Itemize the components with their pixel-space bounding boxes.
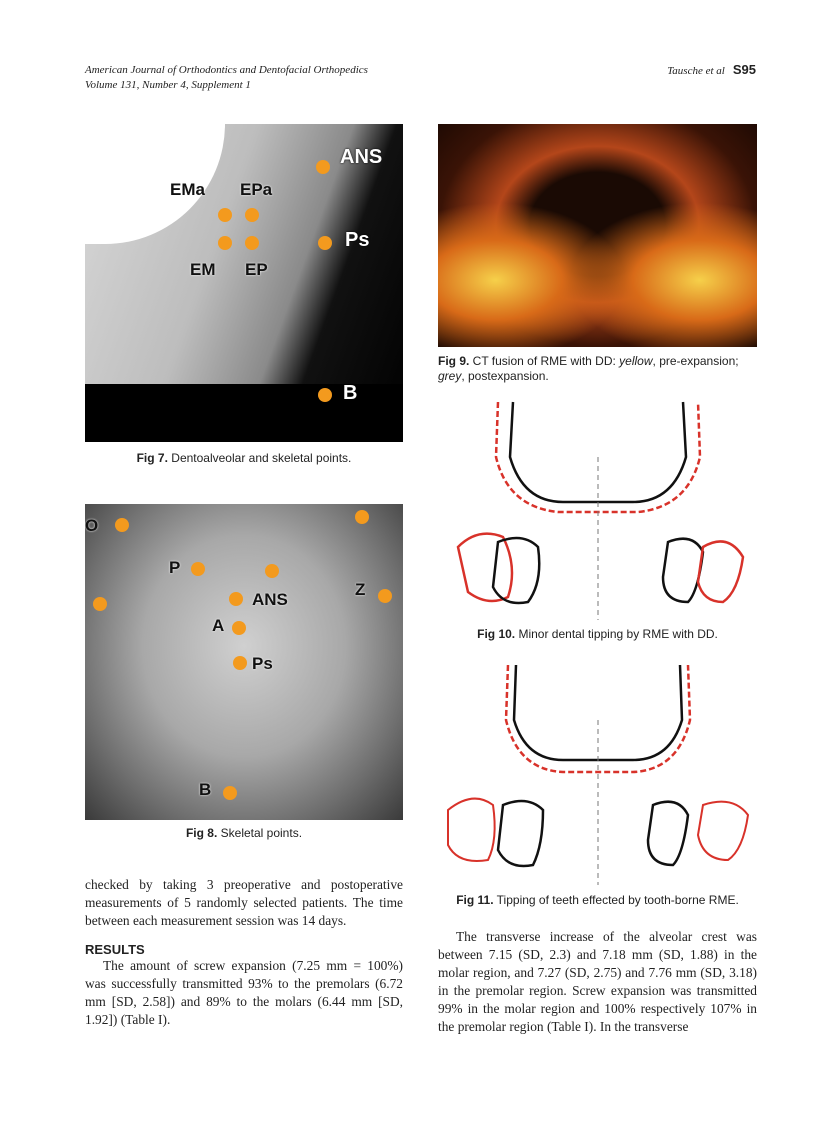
figure-number: Fig 11.	[456, 893, 494, 907]
paragraph: The transverse increase of the alveolar …	[438, 929, 757, 1034]
landmark-marker	[233, 656, 247, 670]
label-epa: EPa	[240, 180, 273, 199]
landmark-marker	[378, 589, 392, 603]
landmark-marker	[223, 786, 237, 800]
section-heading-results: RESULTS	[85, 942, 145, 957]
caption-yellow: yellow	[619, 354, 653, 368]
label-b: B	[343, 382, 358, 404]
authors: Tausche et al	[667, 65, 725, 77]
fig11-image	[447, 664, 750, 885]
fig10-caption: Fig 10. Minor dental tipping by RME with…	[438, 627, 757, 642]
right-column-text: The transverse increase of the alveolar …	[438, 928, 757, 1036]
landmark-marker	[318, 388, 332, 402]
landmark-marker	[232, 621, 246, 635]
landmark-marker	[265, 564, 279, 578]
landmark-marker	[355, 510, 369, 524]
landmark-marker	[229, 592, 243, 606]
landmark-marker	[218, 236, 232, 250]
running-header: American Journal of Orthodontics and Den…	[85, 63, 368, 93]
landmark-marker	[245, 236, 259, 250]
label-ans: ANS	[340, 146, 383, 168]
background-region	[85, 384, 403, 442]
figure-number: Fig 10.	[477, 627, 516, 641]
journal-title: American Journal of Orthodontics and Den…	[85, 64, 368, 76]
fig9-caption: Fig 9. CT fusion of RME with DD: yellow,…	[438, 354, 757, 384]
fig11-caption: Fig 11. Tipping of teeth effected by too…	[438, 893, 757, 908]
caption-text: Skeletal points.	[217, 826, 303, 840]
fig8-image: O P ANS Z A Ps B	[85, 504, 403, 820]
fig8-caption: Fig 8. Skeletal points.	[85, 826, 403, 841]
figure-number: Fig 8.	[185, 826, 218, 840]
landmark-marker	[218, 208, 232, 222]
journal-volume: Volume 131, Number 4, Supplement 1	[85, 79, 251, 91]
caption-grey: grey	[438, 369, 462, 383]
paragraph: The amount of screw expansion (7.25 mm =…	[85, 958, 403, 1027]
label-ans: ANS	[252, 590, 288, 609]
fig7-image: ANS EMa EPa Ps EM EP B	[85, 124, 403, 442]
label-a: A	[212, 616, 225, 635]
landmark-marker	[245, 208, 259, 222]
label-ps: Ps	[345, 229, 370, 251]
caption-text: Dentoalveolar and skeletal points.	[167, 451, 352, 465]
label-z: Z	[355, 580, 366, 599]
fig9-image	[438, 124, 757, 347]
figure-number: Fig 9.	[438, 354, 470, 368]
caption-text: , pre-expansion;	[652, 354, 739, 368]
label-ps: Ps	[252, 654, 273, 673]
fig7-caption: Fig 7. Dentoalveolar and skeletal points…	[85, 451, 403, 466]
landmark-marker	[115, 518, 129, 532]
landmark-marker	[93, 597, 107, 611]
caption-text: , postexpansion.	[461, 369, 549, 383]
figure-number: Fig 7.	[136, 451, 168, 465]
left-column-text: checked by taking 3 preoperative and pos…	[85, 876, 403, 1029]
landmark-marker	[191, 562, 205, 576]
header-right: Tausche et al S95	[667, 62, 756, 79]
label-o: O	[85, 516, 99, 535]
landmark-marker	[316, 160, 330, 174]
label-em: EM	[190, 260, 216, 279]
label-p: P	[169, 558, 181, 577]
label-ep: EP	[245, 260, 268, 279]
label-b: B	[199, 780, 212, 799]
landmark-marker	[318, 236, 332, 250]
fig10-image	[456, 401, 745, 620]
caption-text: Minor dental tipping by RME with DD.	[515, 627, 718, 641]
caption-text: CT fusion of RME with DD:	[469, 354, 620, 368]
paragraph: checked by taking 3 preoperative and pos…	[85, 877, 403, 928]
page-number: S95	[732, 62, 756, 77]
caption-text: Tipping of teeth effected by tooth-borne…	[493, 893, 739, 907]
label-ema: EMa	[170, 180, 205, 199]
